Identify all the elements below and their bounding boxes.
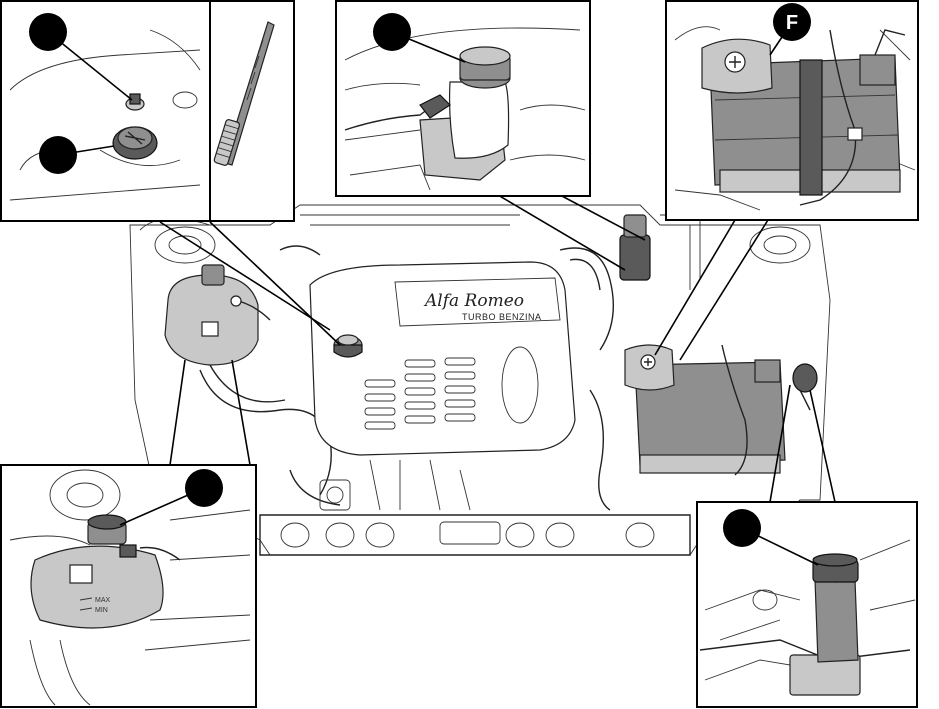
level-min: MIN xyxy=(95,607,108,614)
dipstick-handle[interactable] xyxy=(125,93,145,111)
brake-reservoir-detail[interactable] xyxy=(419,46,511,181)
marker-battery-label: F xyxy=(786,12,798,34)
washer-reservoir-detail[interactable] xyxy=(789,553,861,696)
engine-bay-overview: Alfa Romeo TURBO BENZINA xyxy=(129,204,831,556)
inset-washer-fluid xyxy=(696,501,918,708)
marker-battery xyxy=(773,3,811,41)
inset-coolant: MAX MIN xyxy=(0,464,257,708)
callout-lines xyxy=(159,194,836,503)
engine-brand-script: Alfa Romeo xyxy=(423,291,524,311)
coolant-reservoir[interactable] xyxy=(164,264,271,366)
oil-cap-detail[interactable] xyxy=(112,126,158,160)
engine-label: TURBO BENZINA xyxy=(462,312,542,322)
coolant-reservoir-detail[interactable] xyxy=(30,514,164,629)
battery-detail[interactable] xyxy=(701,29,906,206)
marker-brake-fluid xyxy=(373,13,411,51)
inset-battery: F xyxy=(665,0,919,221)
marker-oil-cap xyxy=(39,136,77,174)
level-max: MAX xyxy=(95,597,111,604)
engine-cover: Alfa Romeo TURBO BENZINA xyxy=(309,261,576,456)
oil-filler-cap[interactable] xyxy=(333,334,363,358)
inset-dipstick xyxy=(209,0,295,222)
marker-dipstick xyxy=(29,13,67,51)
washer-fluid-reservoir[interactable] xyxy=(792,363,818,411)
inset-brake-fluid xyxy=(335,0,591,197)
marker-washer-fluid xyxy=(723,509,761,547)
marker-coolant xyxy=(185,469,223,507)
inset-oil-check xyxy=(0,0,211,222)
battery[interactable] xyxy=(624,344,786,476)
